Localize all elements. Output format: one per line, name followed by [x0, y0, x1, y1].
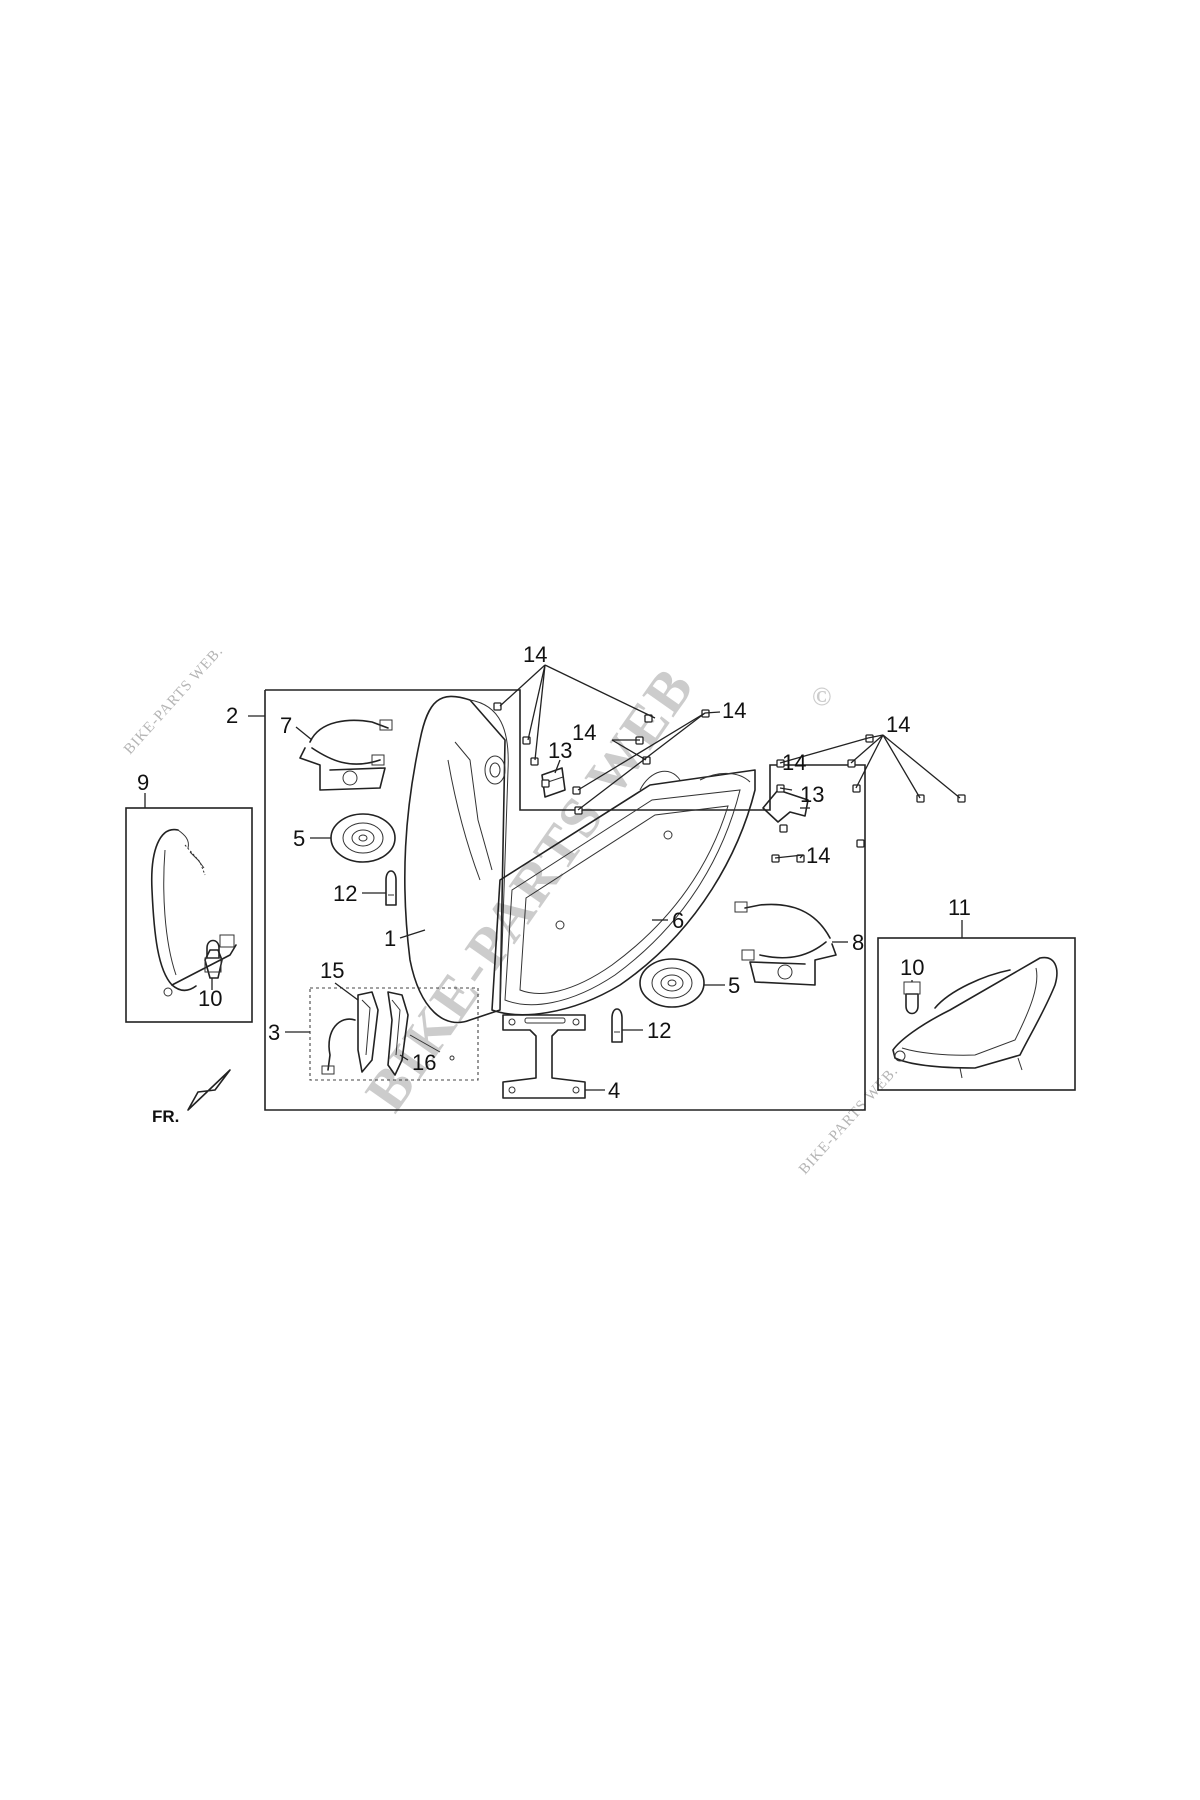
- callout-numbers: 1 2 3 4 5 5 6 7 8 9 10 10 11 12 12 13 13…: [137, 642, 971, 1103]
- callout-1: 1: [384, 926, 396, 951]
- callout-8: 8: [852, 930, 864, 955]
- callout-4: 4: [608, 1078, 620, 1103]
- headlight-lens-part-1: [404, 695, 509, 1024]
- grommet-part-5-lower: [639, 958, 705, 1008]
- front-marker-label: FR.: [152, 1107, 179, 1126]
- winker-bulb-part-10-right: [903, 981, 921, 1015]
- harness-part-8: [734, 901, 837, 986]
- callout-10-right: 10: [900, 955, 924, 980]
- callout-13-left: 13: [548, 738, 572, 763]
- watermark-copyright: ©: [812, 682, 833, 711]
- callout-14-upper-right: 14: [722, 698, 746, 723]
- leader-lines: [144, 664, 963, 1091]
- callout-14-lower: 14: [806, 843, 830, 868]
- headlight-housing-part-6: [491, 769, 756, 1016]
- callout-12-upper: 12: [333, 881, 357, 906]
- callout-11: 11: [948, 895, 971, 920]
- callout-14-small: 14: [782, 750, 806, 775]
- callout-13-right: 13: [800, 782, 824, 807]
- position-light-part-16: [387, 991, 455, 1076]
- callout-3: 3: [268, 1020, 280, 1045]
- winker-box-left: [125, 807, 253, 1023]
- callout-6: 6: [672, 908, 684, 933]
- callout-7: 7: [280, 713, 292, 738]
- callout-5-upper: 5: [293, 826, 305, 851]
- bracket-part-4: [502, 1014, 586, 1099]
- harness-part-7: [299, 719, 393, 791]
- grommet-part-5-upper: [330, 813, 396, 863]
- callout-10-left: 10: [198, 986, 222, 1011]
- position-light-box: [309, 987, 479, 1081]
- callout-15: 15: [320, 958, 344, 983]
- callout-14-mid: 14: [572, 720, 596, 745]
- watermark-small-left: BIKE-PARTS WEB.: [121, 643, 227, 758]
- callout-12-lower: 12: [647, 1018, 671, 1043]
- winker-bulb-part-10-left: [204, 939, 222, 973]
- bulb-part-12-upper: [385, 870, 397, 906]
- watermark-small-right: BIKE-PARTS WEB.: [796, 1063, 902, 1178]
- left-winker-part-9: [150, 828, 237, 997]
- bulb-part-12-lower: [611, 1008, 623, 1043]
- callout-16: 16: [412, 1050, 436, 1075]
- right-winker-part-11: [892, 956, 1058, 1079]
- callout-2: 2: [226, 703, 238, 728]
- assembly-frame-2: [264, 689, 866, 1111]
- front-direction-marker: FR.: [152, 1069, 231, 1126]
- callout-14-far-right: 14: [886, 712, 910, 737]
- callout-5-lower: 5: [728, 973, 740, 998]
- callout-9: 9: [137, 770, 149, 795]
- position-light-part-15: [321, 991, 379, 1075]
- winker-box-right: [877, 937, 1076, 1091]
- callout-14-top: 14: [523, 642, 547, 667]
